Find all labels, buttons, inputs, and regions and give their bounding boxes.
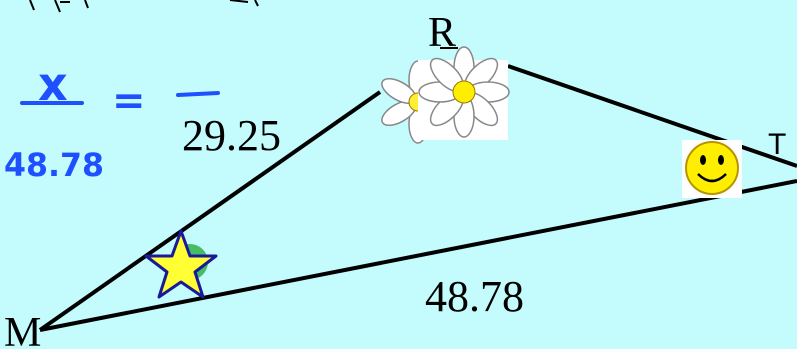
handwritten-denominator: 48.78 xyxy=(4,146,104,184)
vertex-label-m: M xyxy=(4,310,41,349)
side-rt xyxy=(507,64,797,168)
side-label-mr: 29.25 xyxy=(182,111,281,160)
daisy-flower-icon xyxy=(418,46,510,138)
star-icon xyxy=(144,229,218,299)
cropped-handwriting xyxy=(29,0,259,13)
vertex-label-t: T xyxy=(768,128,786,161)
handwritten-equals: = xyxy=(112,78,146,124)
smiley-face-icon xyxy=(682,140,742,198)
fraction-bar-right xyxy=(176,91,220,97)
side-label-mt: 48.78 xyxy=(425,272,524,321)
side-mt xyxy=(39,179,797,332)
vertex-label-r: R xyxy=(428,10,456,56)
side-mr xyxy=(38,90,382,332)
